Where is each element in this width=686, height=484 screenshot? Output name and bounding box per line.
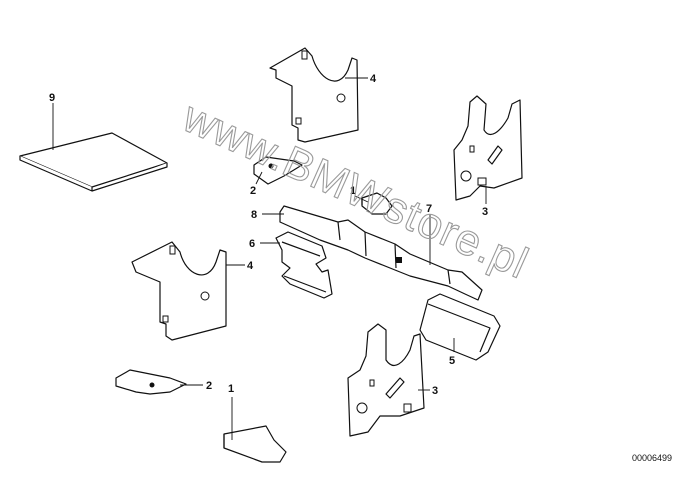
callout-2-top: 2	[250, 185, 256, 197]
callout-3-bottom: 3	[432, 385, 438, 397]
part-1-plate-bottom	[223, 425, 287, 463]
part-2-bracket-bottom	[115, 369, 187, 395]
leader-lines	[52, 77, 487, 440]
callout-4-top: 4	[370, 73, 377, 85]
callout-6: 6	[249, 238, 255, 250]
callout-4-mid: 4	[247, 260, 254, 272]
part-4-heat-shield-top	[269, 47, 359, 143]
callout-1-bottom: 1	[228, 383, 234, 395]
callout-9: 9	[49, 92, 55, 104]
part-3-shield-top	[453, 95, 523, 201]
callout-7: 7	[426, 203, 432, 215]
callout-8: 8	[251, 209, 257, 221]
part-3-shield-bottom	[347, 323, 425, 437]
part-2-bracket-top	[253, 156, 303, 185]
callout-numbers: 9 4 3 2 1 8 7 6 4 5 3 2 1	[49, 73, 488, 397]
reference-number: 00006499	[632, 453, 672, 463]
part-5-pad	[419, 293, 501, 361]
part-6-pad	[275, 231, 333, 299]
part-7-8-strip	[279, 205, 483, 301]
part-4-heat-shield-mid	[131, 241, 227, 341]
callout-2-bottom: 2	[206, 380, 212, 392]
callout-5: 5	[449, 355, 455, 367]
callout-1-top: 1	[350, 185, 356, 197]
callout-3-top: 3	[482, 206, 488, 218]
part-9-mat	[19, 132, 168, 192]
